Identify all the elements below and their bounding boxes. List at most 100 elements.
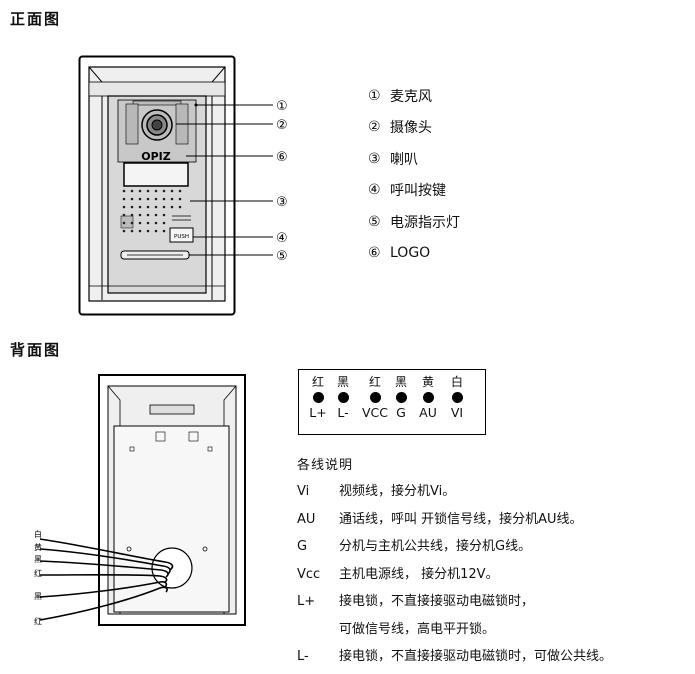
note-item: Vcc 主机电源线， 接分机12V。	[297, 561, 499, 589]
legend-item: ⑤ 电源指示灯	[368, 206, 460, 238]
wire-color: 黑	[336, 375, 349, 389]
front-view-title: 正面图	[10, 10, 62, 28]
note-item: L- 接电锁，不直接接驱动电磁锁时，可做公共线。	[297, 643, 612, 671]
grille-hole	[122, 229, 126, 233]
terminal-dot	[451, 392, 463, 403]
note-key: Vcc	[297, 566, 321, 582]
legend-text: 摄像头	[390, 120, 432, 137]
grille-hole	[138, 205, 142, 209]
wire-label-red-2: 红	[34, 616, 42, 626]
grille-hole	[130, 197, 134, 201]
callout-numbers: ① ② ⑥ ③ ④ ⑤	[276, 99, 288, 264]
grille-hole	[162, 189, 166, 193]
grille-hole	[146, 213, 150, 217]
note-item: L+ 接电锁，不直接接驱动电磁锁时，	[297, 588, 534, 616]
notes-title: 各线说明	[297, 458, 354, 473]
legend-num: ③	[368, 150, 381, 167]
note-key: L+	[297, 594, 316, 609]
wire-signal: VI	[450, 405, 464, 420]
wire-signal: L-	[337, 405, 349, 420]
grille-hole	[130, 221, 134, 225]
callout-5: ⑤	[276, 249, 288, 264]
grille-hole	[146, 189, 150, 193]
legend-text: 喇叭	[390, 151, 418, 168]
legend-item: ④ 呼叫按键	[368, 175, 460, 207]
note-text: 主机电源线， 接分机12V。	[339, 566, 499, 582]
grille-hole	[122, 205, 126, 209]
grille-hole	[162, 205, 166, 209]
grille-hole	[170, 189, 174, 193]
wire-color: 红	[368, 375, 381, 389]
callout-3: ③	[276, 195, 288, 210]
grille-hole	[154, 229, 158, 233]
back-device	[98, 374, 246, 626]
back-view-title: 背面图	[10, 341, 62, 359]
note-key: L-	[297, 649, 309, 664]
note-text: 接电锁，不直接接驱动电磁锁时，	[339, 594, 535, 609]
legend-item: ① 麦克风	[368, 80, 460, 112]
legend-num: ⑥	[368, 245, 381, 262]
wire-column: 黑 L-	[329, 374, 357, 421]
grille-hole	[130, 189, 134, 193]
grille-hole	[146, 229, 150, 233]
grille-hole	[138, 189, 142, 193]
grille-hole	[146, 205, 150, 209]
push-label: PUSH	[174, 234, 189, 240]
terminal-dot	[369, 392, 381, 403]
legend-item: ③ 喇叭	[368, 143, 460, 175]
grille-hole	[138, 221, 142, 225]
legend-text: 麦克风	[390, 88, 432, 105]
note-text: 视频线，接分机Vi。	[339, 484, 456, 499]
speaker-grille	[122, 189, 182, 233]
grille-hole	[162, 213, 166, 217]
grille-hole	[146, 221, 150, 225]
terminal-dot	[312, 392, 324, 403]
wire-signal: VCC	[361, 405, 388, 420]
back-wire-labels: 白 黄 黑 红 黑 红	[34, 529, 42, 626]
grille-hole	[178, 205, 182, 209]
terminal-dot	[395, 392, 407, 403]
leader-lines	[176, 104, 273, 256]
grille-hole	[154, 197, 158, 201]
wire-signal: AU	[419, 405, 437, 420]
legend-num: ④	[368, 182, 381, 199]
note-text: 接电锁，不直接接驱动电磁锁时，可做公共线。	[339, 649, 613, 664]
note-text: 分机与主机公共线，接分机G线。	[339, 539, 532, 554]
wire-label-black: 黑	[34, 555, 42, 564]
legend-num: ①	[368, 87, 381, 104]
grille-hole	[162, 221, 166, 225]
legend-num: ⑤	[368, 213, 381, 230]
note-item: 可做信号线，高电平开锁。	[297, 616, 495, 644]
grille-hole	[138, 229, 142, 233]
front-outer-frame	[78, 55, 236, 316]
note-item: Vi 视频线，接分机Vi。	[297, 478, 455, 506]
grille-hole	[122, 189, 126, 193]
wire-color: 黑	[394, 375, 407, 389]
grille-hole	[162, 229, 166, 233]
push-button	[169, 227, 194, 243]
note-key: Vi	[297, 484, 310, 499]
callout-2: ②	[276, 118, 288, 133]
wire-label-black-2: 黑	[34, 592, 42, 601]
callout-6: ⑥	[276, 150, 288, 165]
wire-signal: G	[396, 405, 406, 420]
back-wires	[39, 538, 174, 621]
legend-text: 呼叫按键	[390, 183, 446, 200]
grille-hole	[130, 213, 134, 217]
front-device	[78, 55, 236, 316]
legend-text: 电源指示灯	[390, 214, 460, 231]
grille-hole	[178, 197, 182, 201]
note-key: AU	[297, 511, 316, 527]
grille-hole	[162, 197, 166, 201]
wire-label-yellow: 黄	[34, 542, 42, 552]
grille-hole	[154, 205, 158, 209]
wire-label-red: 红	[34, 568, 42, 578]
grille-hole	[122, 197, 126, 201]
